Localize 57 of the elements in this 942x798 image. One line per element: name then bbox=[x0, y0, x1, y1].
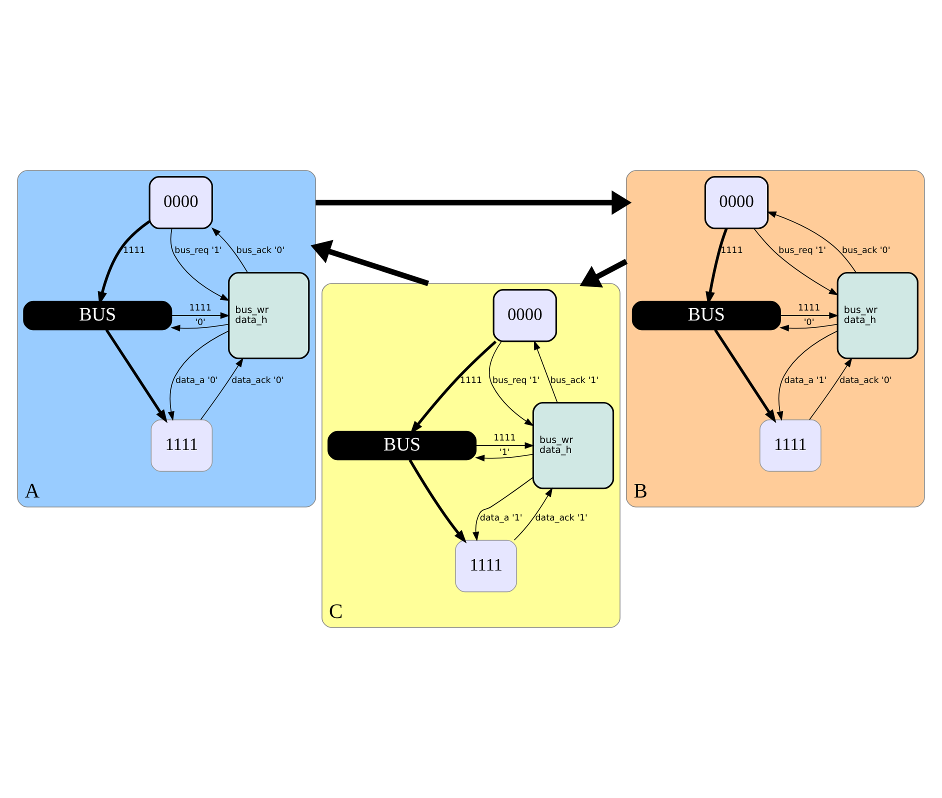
arrow bbox=[534, 340, 558, 403]
arrow bbox=[766, 212, 856, 274]
edge-label: '0' bbox=[195, 318, 206, 328]
arrow bbox=[310, 240, 430, 286]
node-box: 1111 bbox=[455, 540, 517, 592]
node-box: BUS bbox=[632, 300, 781, 330]
arrow bbox=[779, 324, 838, 332]
arrow bbox=[809, 358, 852, 420]
arrow bbox=[754, 228, 838, 296]
node-box: bus_wr data_h bbox=[228, 272, 310, 360]
arrow bbox=[172, 312, 230, 319]
arrow bbox=[472, 476, 534, 542]
arrow bbox=[316, 190, 632, 215]
arrow bbox=[514, 487, 553, 541]
edge-label: data_a '1' bbox=[480, 513, 522, 524]
arrow bbox=[168, 330, 230, 421]
edge-label: data_ack '0' bbox=[840, 376, 892, 386]
edge-label: data_ack '0' bbox=[232, 376, 284, 386]
node-box: BUS bbox=[23, 300, 172, 330]
edge-label: bus_req '1' bbox=[174, 246, 222, 256]
edge-label: 1111 bbox=[123, 246, 146, 256]
node-box: bus_wr data_h bbox=[532, 402, 614, 490]
arrow bbox=[475, 454, 534, 462]
edge-label: data_ack '1' bbox=[535, 513, 588, 524]
node-box: 1111 bbox=[150, 419, 213, 472]
node-box: bus_wr data_h bbox=[836, 272, 918, 360]
edge-label: bus_req '1' bbox=[778, 246, 826, 256]
arrow bbox=[780, 312, 839, 319]
edge-label: data_a '1' bbox=[784, 376, 827, 386]
node-box: 0000 bbox=[704, 176, 769, 230]
arrow bbox=[200, 358, 244, 420]
edge-label: data_a '0' bbox=[176, 376, 218, 386]
edge-label: 1111 bbox=[189, 304, 212, 314]
arrow bbox=[408, 459, 467, 544]
edge-label: 1111 bbox=[720, 246, 743, 256]
arrow bbox=[476, 442, 534, 449]
arrow bbox=[170, 228, 230, 301]
node-box: 0000 bbox=[148, 176, 213, 230]
edge-label: bus_req '1' bbox=[492, 376, 540, 386]
arrow bbox=[776, 330, 838, 421]
edge-label: 1111 bbox=[798, 304, 820, 314]
edge-label: 1111 bbox=[460, 376, 482, 386]
arrow bbox=[105, 329, 168, 424]
edge-label: bus_ack '1' bbox=[550, 376, 599, 386]
arrow bbox=[489, 341, 534, 426]
node-box: BUS bbox=[328, 430, 477, 460]
edge-label: 1111 bbox=[494, 434, 516, 444]
edge-label: bus_ack '0' bbox=[236, 246, 285, 256]
arrow bbox=[170, 324, 230, 332]
arrow bbox=[580, 258, 628, 288]
arrow bbox=[714, 329, 776, 424]
node-box: 0000 bbox=[492, 289, 557, 342]
edge-label: '0' bbox=[804, 318, 814, 328]
node-box: 1111 bbox=[760, 419, 822, 472]
arrow bbox=[211, 227, 248, 273]
edge-label: bus_ack '0' bbox=[842, 246, 890, 256]
edge-label: '1' bbox=[500, 448, 510, 458]
